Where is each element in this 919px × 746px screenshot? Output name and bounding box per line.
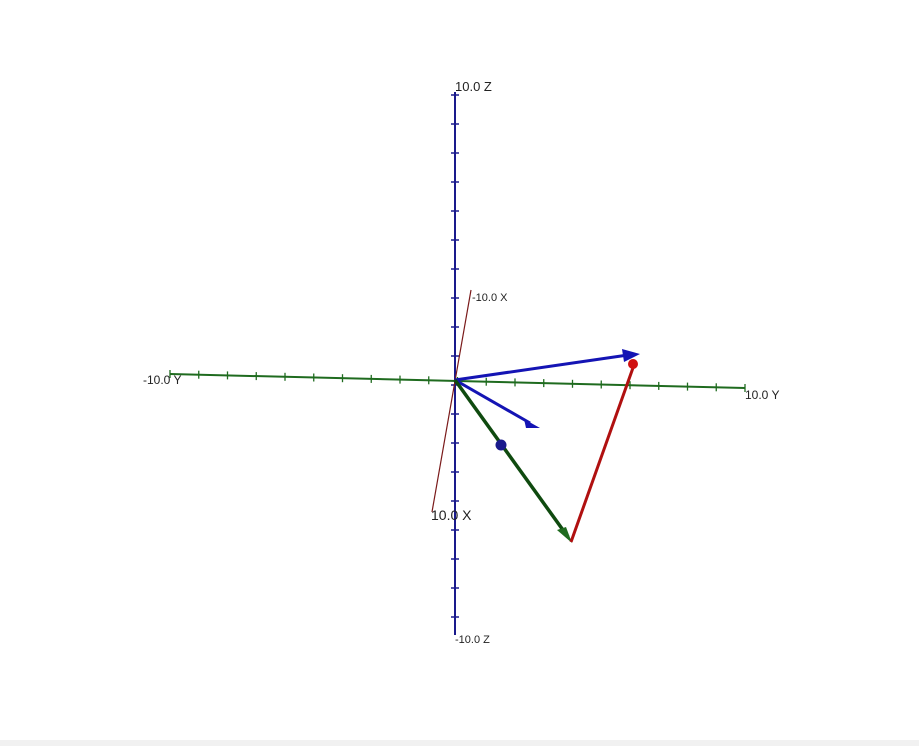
z-axis-neg-label: -10.0 Z [455, 634, 490, 646]
vectors [453, 349, 640, 543]
vector-blue-short-arrowhead [524, 419, 540, 428]
vector-green[interactable] [453, 378, 572, 543]
vector-green-arrowhead [557, 527, 572, 543]
x-axis-pos-label: 10.0 X [431, 507, 472, 523]
y-axis-neg-label: -10.0 Y [143, 373, 181, 387]
vector-blue-short-shaft [454, 378, 531, 425]
z-axis-ticks [451, 94, 459, 618]
y-axis-ticks [169, 370, 746, 392]
z-axis: 10.0 Z -10.0 Z [451, 79, 492, 646]
vector-blue-short[interactable] [454, 378, 540, 428]
y-axis-pos-label: 10.0 Y [745, 388, 779, 402]
vector-red-shaft [569, 364, 636, 543]
vector-red-arrowhead [628, 359, 638, 369]
vector-blue-upper-arrowhead [622, 349, 640, 362]
bottom-bar [0, 740, 919, 746]
x-axis-line [431, 289, 472, 513]
vector-blue-upper-shaft [454, 353, 629, 382]
vector-red[interactable] [569, 359, 638, 543]
vector-green-midpoint-marker [495, 439, 507, 451]
z-axis-pos-label: 10.0 Z [455, 79, 492, 94]
vector-blue-upper[interactable] [454, 349, 640, 382]
vector-green-shaft [453, 378, 570, 539]
x-axis: -10.0 X 10.0 X [431, 289, 508, 523]
x-axis-neg-label: -10.0 X [472, 292, 508, 304]
